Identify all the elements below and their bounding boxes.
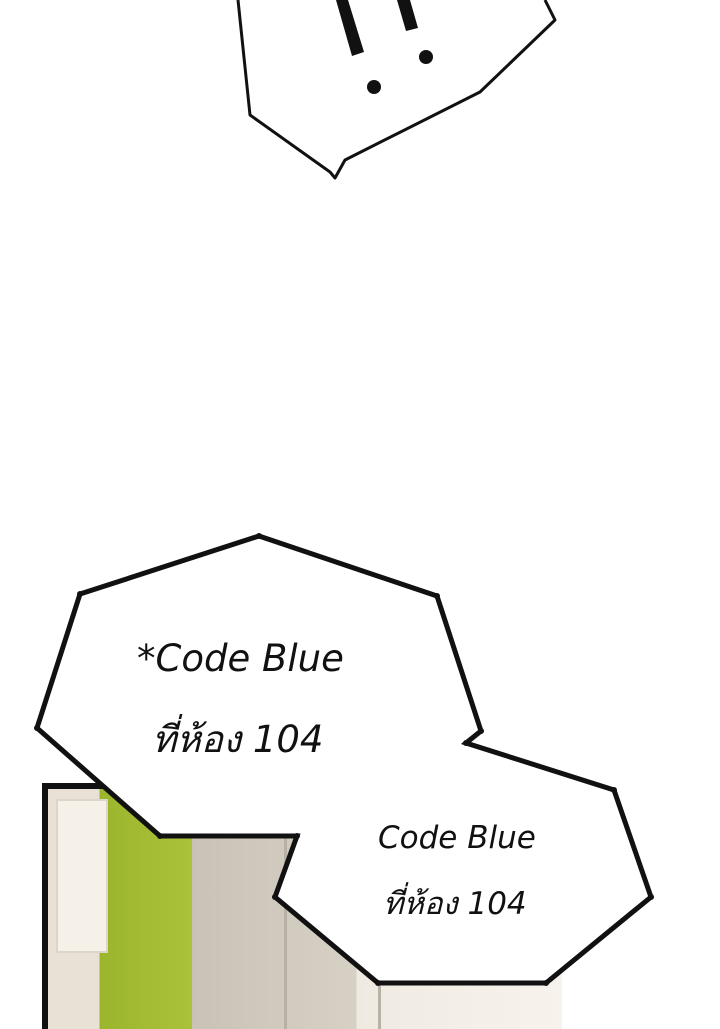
bubble-vertex xyxy=(611,787,617,793)
bubble-vertex xyxy=(375,980,381,986)
bubble-1-line-1: *Code Blue xyxy=(137,637,344,680)
exclamation-bubble xyxy=(236,0,557,180)
bubble-vertex xyxy=(34,725,40,731)
bubble-vertex xyxy=(543,980,549,986)
exclamation-dot-right xyxy=(419,50,433,64)
bubble-vertex xyxy=(294,833,300,839)
bubble-vertex xyxy=(434,593,440,599)
panel-window xyxy=(56,799,108,953)
exclamation-dot-left xyxy=(367,80,381,94)
bubble-vertex xyxy=(478,728,484,734)
bubble-vertex xyxy=(648,894,654,900)
bubble-vertex xyxy=(272,894,278,900)
bubble-vertex xyxy=(256,533,262,539)
bubble-vertex xyxy=(77,591,83,597)
exclamation-bubble-outline xyxy=(236,0,557,180)
bubble-2-line-1: Code Blue xyxy=(378,820,536,856)
bubble-2-line-2: ที่ห้อง 104 xyxy=(383,886,527,922)
bubble-vertex xyxy=(157,833,163,839)
speech-bubble-fill xyxy=(42,540,646,979)
exclamation-mark-right xyxy=(397,0,418,31)
exclamation-mark-left xyxy=(336,0,364,56)
speech-bubbles xyxy=(34,533,654,986)
bubble-1-line-2: ที่ห้อง 104 xyxy=(152,718,324,761)
bubble-vertex xyxy=(463,740,469,746)
comic-page: *Code Blue ที่ห้อง 104 Code Blue ที่ห้อง… xyxy=(34,0,654,1029)
